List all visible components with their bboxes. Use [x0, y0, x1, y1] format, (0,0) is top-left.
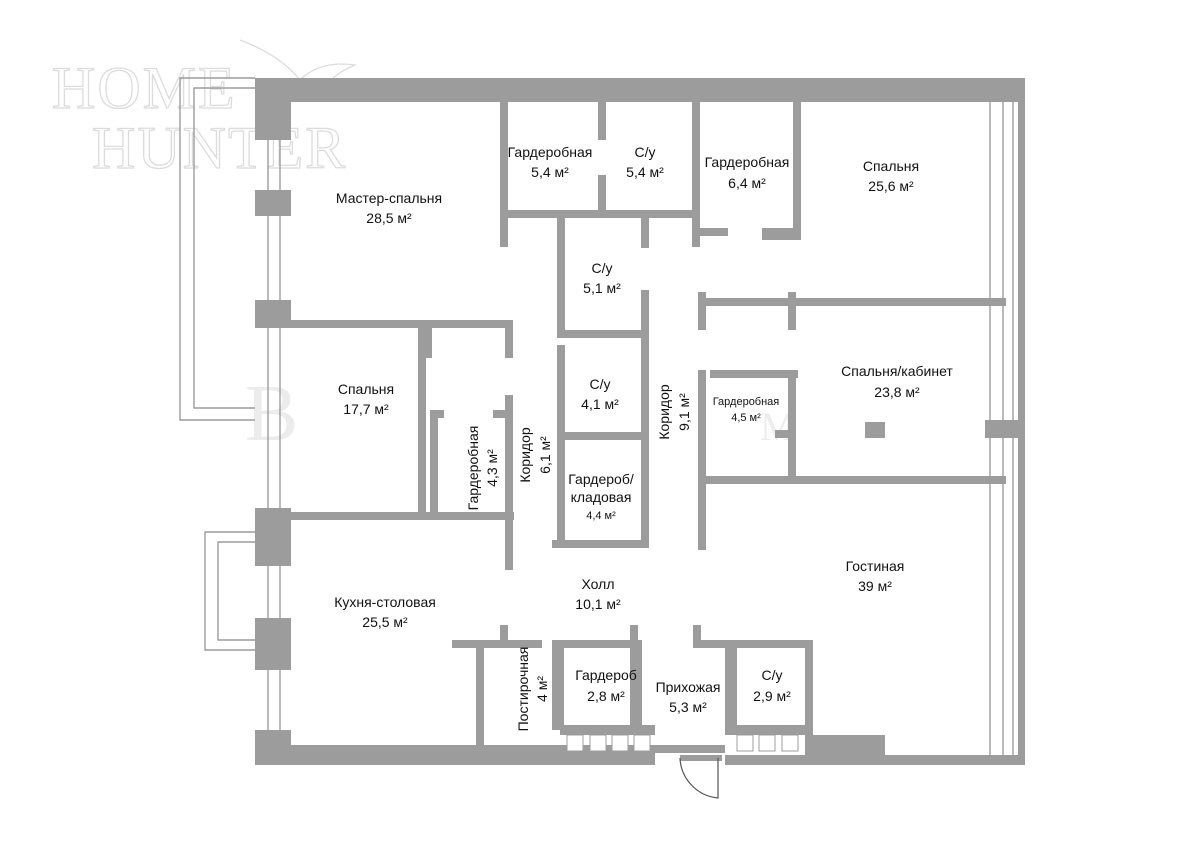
- label-laundry-area: 4 м²: [534, 676, 550, 702]
- label-laundry-name: Постирочная: [515, 647, 531, 732]
- label-bath2-name: С/у: [592, 260, 613, 276]
- svg-text:B: B: [245, 370, 298, 458]
- label-wardrobe2-area: 6,4 м²: [728, 175, 766, 191]
- label-living-name: Гостиная: [846, 558, 905, 574]
- label-closet-name: Гардероб: [575, 667, 637, 683]
- label-bath3-area: 4,1 м²: [581, 396, 619, 412]
- label-bath1-area: 5,4 м²: [626, 164, 664, 180]
- label-bath3-name: С/у: [590, 376, 611, 392]
- label-corridor1-area: 6,1 м²: [537, 436, 553, 474]
- room-labels: Мастер-спальня 28,5 м² Гардеробная 5,4 м…: [334, 144, 953, 731]
- label-closet-area: 2,8 м²: [587, 688, 625, 704]
- shafts: [566, 734, 799, 752]
- label-living-area: 39 м²: [858, 578, 892, 594]
- label-master-bedroom-name: Мастер-спальня: [336, 190, 442, 206]
- label-kitchen-area: 25,5 м²: [362, 614, 408, 630]
- label-wardrobe3-area: 4,3 м²: [484, 449, 500, 487]
- label-corridor2-area: 9,1 м²: [676, 393, 692, 431]
- home-hunter-logo: HOME HUNTER: [51, 39, 358, 182]
- label-corridor1-name: Коридор: [517, 427, 533, 483]
- label-bath4-area: 2,9 м²: [753, 688, 791, 704]
- label-wardrobe4-area: 4,5 м²: [731, 412, 761, 424]
- logo-line2: HUNTER: [92, 115, 347, 181]
- label-wardrobe1-area: 5,4 м²: [531, 164, 569, 180]
- label-bedroom2-name: Спальня: [338, 381, 394, 397]
- label-wardrobe1-name: Гардеробная: [508, 144, 593, 160]
- label-hall-name: Холл: [582, 576, 615, 592]
- entrance-door: [679, 755, 722, 799]
- label-corridor2-name: Коридор: [656, 384, 672, 440]
- label-wardrobe3-name: Гардеробная: [465, 426, 481, 511]
- label-bedroom-office-area: 23,8 м²: [874, 384, 920, 400]
- label-storage-name1: Гардероб/: [568, 471, 634, 487]
- label-bath4-name: С/у: [762, 667, 783, 683]
- label-wardrobe2-name: Гардеробная: [705, 154, 790, 170]
- label-hall-area: 10,1 м²: [575, 596, 621, 612]
- label-bedroom1-area: 25,6 м²: [868, 178, 914, 194]
- walls: [255, 78, 1025, 765]
- label-bath1-name: С/у: [635, 144, 656, 160]
- label-bedroom1-name: Спальня: [863, 158, 919, 174]
- label-master-bedroom-area: 28,5 м²: [366, 210, 412, 226]
- label-bedroom-office-name: Спальня/кабинет: [841, 363, 953, 379]
- label-entrance-area: 5,3 м²: [669, 699, 707, 715]
- balconies: [179, 77, 255, 651]
- label-entrance-name: Прихожая: [656, 679, 721, 695]
- label-bedroom2-area: 17,7 м²: [343, 401, 389, 417]
- label-storage-name2: кладовая: [571, 489, 632, 505]
- label-wardrobe4-name: Гардеробная: [713, 396, 780, 408]
- label-kitchen-name: Кухня-столовая: [334, 594, 436, 610]
- label-bath2-area: 5,1 м²: [583, 280, 621, 296]
- label-storage-area: 4,4 м²: [586, 510, 616, 522]
